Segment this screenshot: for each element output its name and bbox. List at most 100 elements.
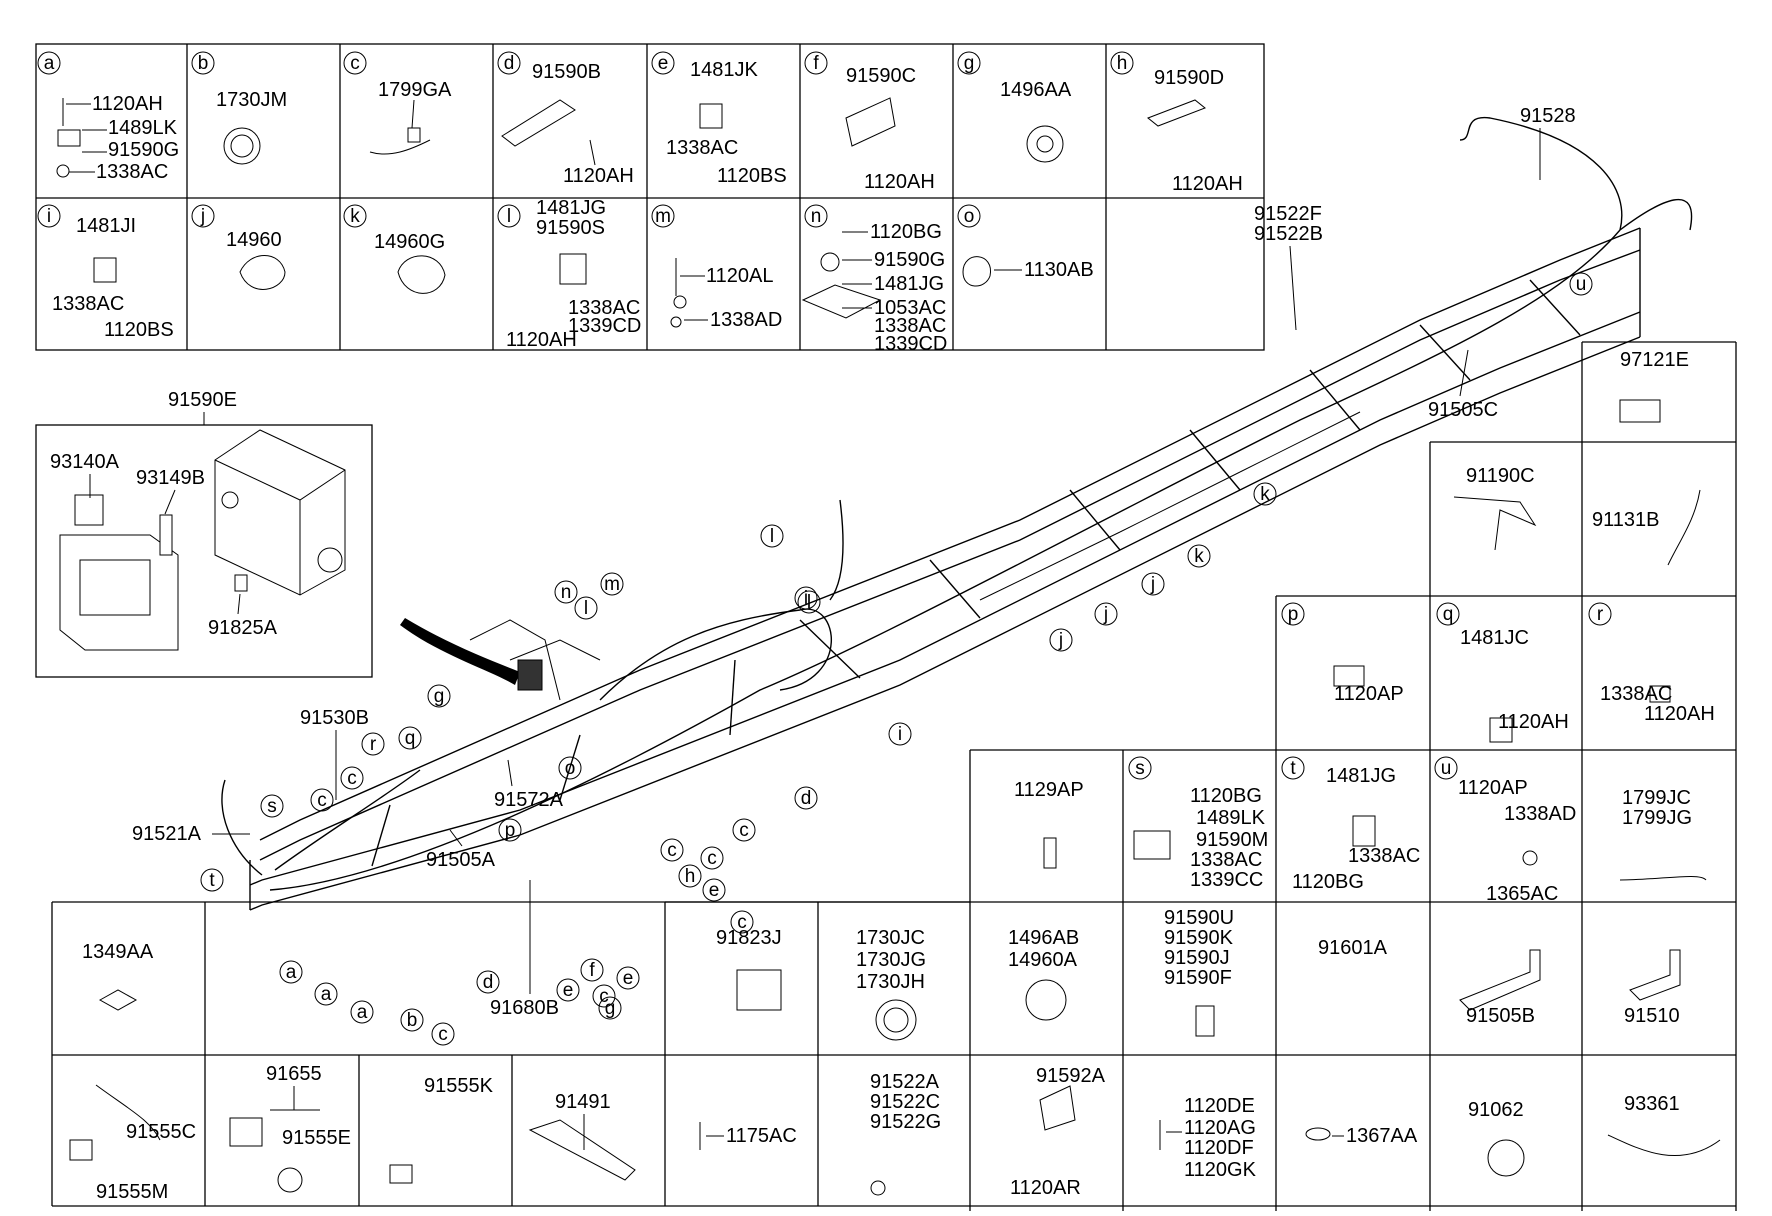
callout-letter: c bbox=[667, 840, 677, 861]
part-number-label: 1338AC bbox=[568, 297, 640, 319]
part-number-label: 1120BG bbox=[870, 221, 942, 243]
callout-letter: b bbox=[198, 53, 209, 74]
part-number-label: 91555K bbox=[424, 1075, 494, 1097]
part-number-label: 14960G bbox=[374, 231, 445, 253]
part-number-label: 1120AR bbox=[1010, 1177, 1081, 1199]
part-number-label: 1120AP bbox=[1458, 777, 1528, 799]
callout-circle bbox=[554, 580, 578, 604]
part-number-label: 91131B bbox=[1592, 509, 1659, 531]
callout-circle bbox=[340, 766, 364, 790]
callout-letter: n bbox=[811, 206, 822, 227]
part-number-label: 91555C bbox=[126, 1121, 196, 1143]
callout-circle bbox=[191, 204, 215, 228]
callout-j: j bbox=[1049, 628, 1073, 652]
callout-letter: a bbox=[357, 1002, 368, 1023]
callout-g: g bbox=[427, 684, 451, 708]
callout-q: q bbox=[1436, 602, 1460, 626]
callout-c: c bbox=[343, 51, 367, 75]
part-number-label: 93361 bbox=[1624, 1093, 1680, 1115]
callout-letter: o bbox=[964, 206, 975, 227]
part-number-label: 91555M bbox=[96, 1181, 168, 1203]
callout-letter: t bbox=[1290, 758, 1296, 779]
callout-l: l bbox=[574, 596, 598, 620]
leader-line bbox=[1289, 245, 1297, 331]
callout-circle bbox=[1434, 756, 1458, 780]
part-number-label: 1481JG bbox=[536, 197, 606, 219]
part-number-label: 1339CC bbox=[1190, 869, 1263, 891]
leader-line bbox=[1459, 349, 1469, 397]
part-number-label: 1338AC bbox=[666, 137, 738, 159]
callout-letter: c bbox=[739, 820, 749, 841]
part-number-label: 1730JM bbox=[216, 89, 287, 111]
part-number-label: 1338AC bbox=[1600, 683, 1672, 705]
part-number-label: 91190C bbox=[1466, 465, 1535, 487]
leader-line bbox=[507, 759, 513, 787]
callout-circle bbox=[592, 984, 616, 1008]
part-number-label: 1730JG bbox=[856, 949, 926, 971]
callout-letter: l bbox=[584, 598, 588, 619]
callout-letter: f bbox=[813, 53, 819, 74]
callout-letter: u bbox=[1576, 274, 1587, 295]
part-number-label: 91590K bbox=[1164, 927, 1234, 949]
callout-circle bbox=[678, 864, 702, 888]
part-number-label: 91590G bbox=[874, 249, 945, 271]
part-number-label: 91530B bbox=[300, 707, 369, 729]
part-number-label: 91505A bbox=[426, 849, 496, 871]
part-number-label: 91505C bbox=[1428, 399, 1498, 421]
part-number-label: 91555E bbox=[282, 1127, 351, 1149]
callout-k: k bbox=[343, 204, 367, 228]
callout-a: a bbox=[37, 51, 61, 75]
callout-letter: m bbox=[655, 206, 671, 227]
callout-letter: s bbox=[1135, 758, 1145, 779]
callout-letter: g bbox=[605, 998, 616, 1019]
callout-circle bbox=[343, 51, 367, 75]
callout-p: p bbox=[1281, 602, 1305, 626]
callout-i: i bbox=[888, 722, 912, 746]
callout-circle bbox=[37, 51, 61, 75]
part-number-label: 1120BS bbox=[104, 319, 174, 341]
part-number-label: 1120AH bbox=[1172, 173, 1243, 195]
callout-letter: c bbox=[350, 53, 360, 74]
part-number-label: 91601A bbox=[1318, 937, 1388, 959]
part-number-label: 91655 bbox=[266, 1063, 322, 1085]
part-number-label: 1489LK bbox=[1196, 807, 1266, 829]
callout-circle bbox=[1049, 628, 1073, 652]
callout-circle bbox=[1253, 482, 1277, 506]
part-number-label: 1481JG bbox=[874, 273, 944, 295]
callout-letter: c bbox=[599, 986, 609, 1007]
callout-letter: i bbox=[898, 724, 902, 745]
callout-c: c bbox=[700, 846, 724, 870]
part-number-label: 1365AC bbox=[1486, 883, 1558, 905]
callout-letter: e bbox=[563, 980, 574, 1001]
callout-letter: c bbox=[438, 1024, 448, 1045]
callout-s: s bbox=[1128, 756, 1152, 780]
callout-letter: l bbox=[807, 592, 811, 613]
part-number-label: 1120AH bbox=[563, 165, 634, 187]
callout-letter: i bbox=[804, 588, 808, 609]
callout-letter: c bbox=[737, 912, 747, 933]
callout-letter: j bbox=[1058, 630, 1063, 651]
leader-line bbox=[449, 829, 463, 847]
callout-letter: t bbox=[209, 870, 215, 891]
callout-c: c bbox=[592, 984, 616, 1008]
part-number-label: 1339CD bbox=[568, 315, 641, 337]
callout-circle bbox=[314, 982, 338, 1006]
leader-lines bbox=[66, 99, 1541, 1150]
part-number-label: 91590C bbox=[846, 65, 916, 87]
part-number-label: 1130AB bbox=[1024, 259, 1094, 281]
callout-circle bbox=[574, 596, 598, 620]
callout-circle bbox=[427, 684, 451, 708]
part-number-label: 91680B bbox=[490, 997, 559, 1019]
part-number-label: 1120BG bbox=[1190, 785, 1262, 807]
callout-circle bbox=[600, 572, 624, 596]
part-number-label: 91521A bbox=[132, 823, 202, 845]
part-number-label: 1338AD bbox=[710, 309, 782, 331]
callout-letter: e bbox=[709, 880, 720, 901]
callout-circle bbox=[200, 868, 224, 892]
callout-circle bbox=[888, 722, 912, 746]
part-number-label: 91572A bbox=[494, 789, 564, 811]
part-number-label: 1481JC bbox=[1460, 627, 1529, 649]
part-number-label: 1120BG bbox=[1292, 871, 1364, 893]
